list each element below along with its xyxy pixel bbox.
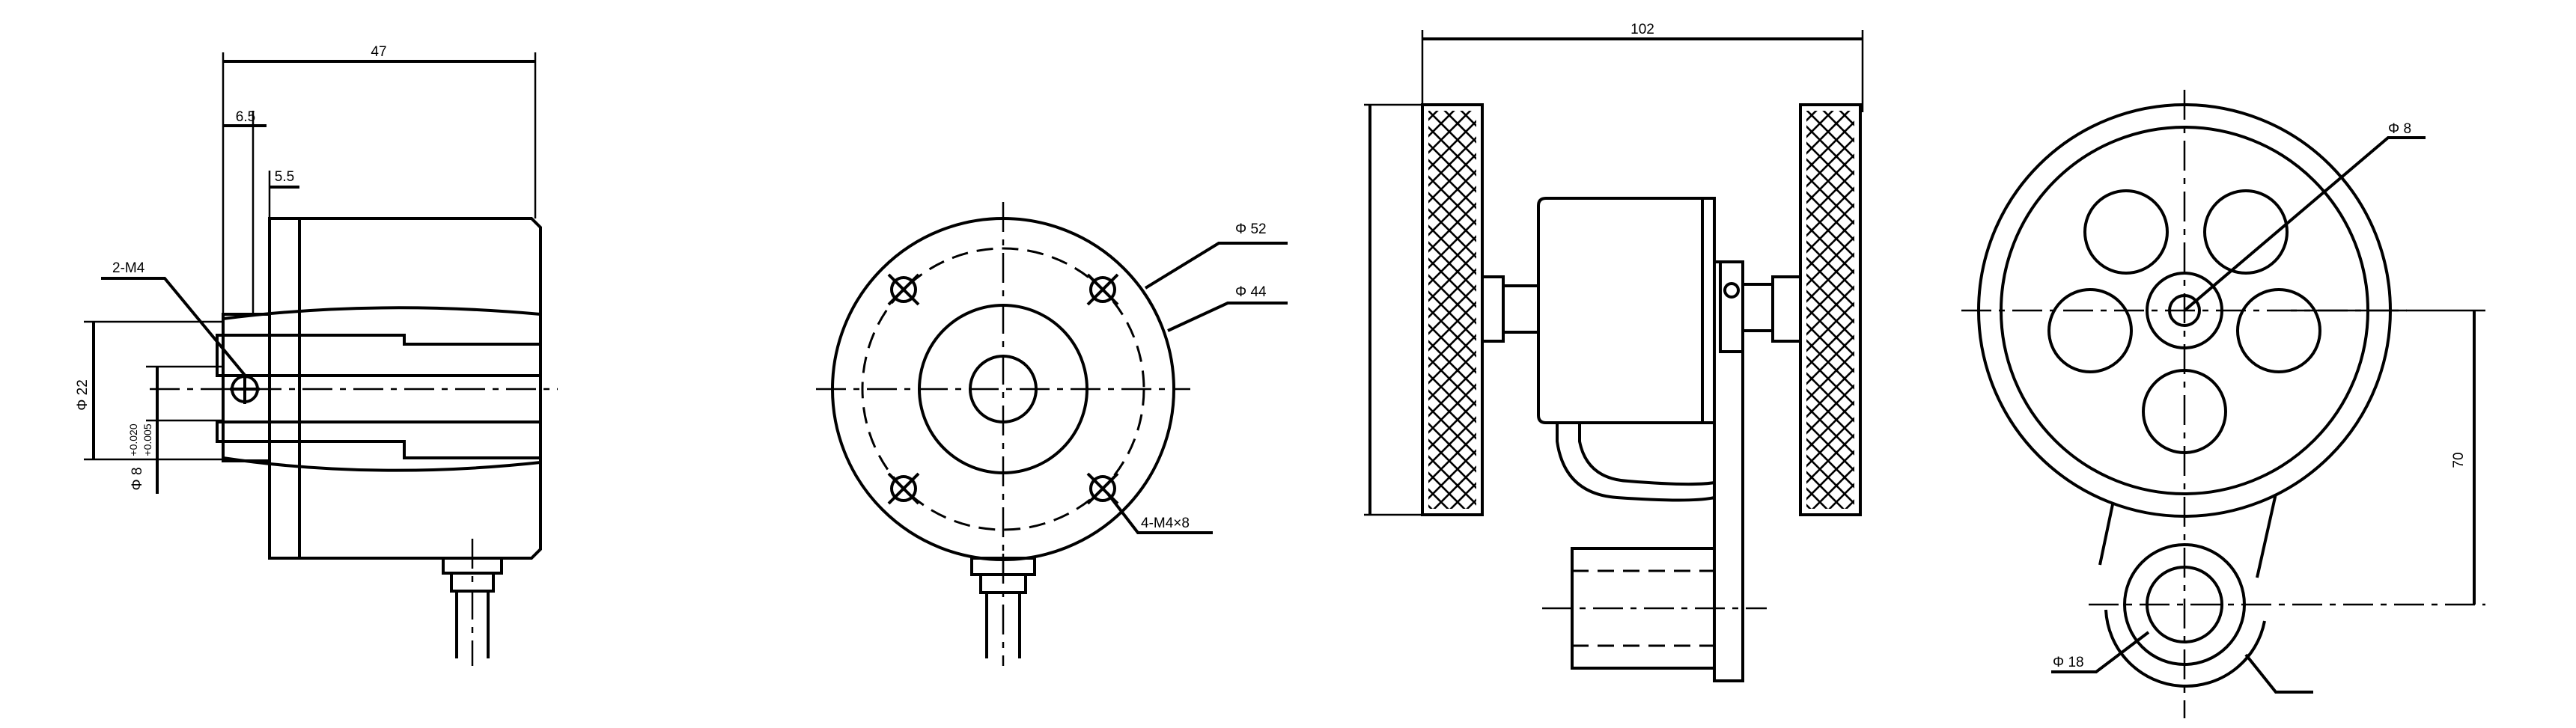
mounting-hole [1086,273,1119,306]
dim-center-distance: 70 [2451,452,2467,468]
label-mounting-holes: 4-M4×8 [1141,516,1190,531]
front-view: Φ 52 Φ 44 4-M4×8 [816,202,1288,666]
dim-flange: 6.5 [236,109,255,125]
side-dimensions [84,52,537,494]
cable-gland [970,554,1036,666]
dim-bolt-circle: Φ 44 [1235,284,1267,300]
lightening-hole [2047,288,2133,373]
label-tapped-holes: 2-M4 [112,260,145,276]
side-section-view: 47 6.5 5.5 Φ 22 Φ 8 +0.020 +0.005 2-M4 [75,44,558,666]
lightening-hole [2236,288,2321,373]
cable-gland [442,539,503,666]
encoder-body-outline [222,217,542,560]
dim-shaft-tolerance-lower: +0.005 [141,423,153,456]
hollow-shaft-section [150,334,558,459]
wheel-end-view: Φ 8 70 Φ 18 [1961,90,2485,718]
encoder-cable [1556,423,1715,502]
lightening-hole [2203,189,2289,275]
dim-overall-length: 47 [371,44,386,60]
dim-bore-diameter: Φ 22 [75,379,91,411]
wheel-assembly-view: 102 [1364,22,1864,682]
dim-pivot-diameter: Φ 18 [2053,655,2084,670]
pivot-hub [1542,547,1767,670]
mounting-bracket [1713,260,1802,682]
dim-step: 5.5 [275,169,294,185]
measuring-wheel-left [1421,103,1484,516]
pivot-arm [2098,493,2313,694]
dim-shaft-diameter: Φ 8 [130,467,145,490]
measuring-wheel-right [1799,103,1862,516]
mounting-hole [887,273,920,306]
dim-outer-diameter: Φ 52 [1235,221,1267,237]
tapped-hole-marker [230,374,260,404]
mounting-hole [887,472,920,505]
lightening-hole [2083,189,2169,275]
dim-wheel-span: 102 [1630,22,1654,37]
dim-hub-bore: Φ 8 [2388,121,2411,137]
dim-shaft-tolerance-upper: +0.020 [127,423,139,456]
encoder-housing [1481,197,1716,424]
